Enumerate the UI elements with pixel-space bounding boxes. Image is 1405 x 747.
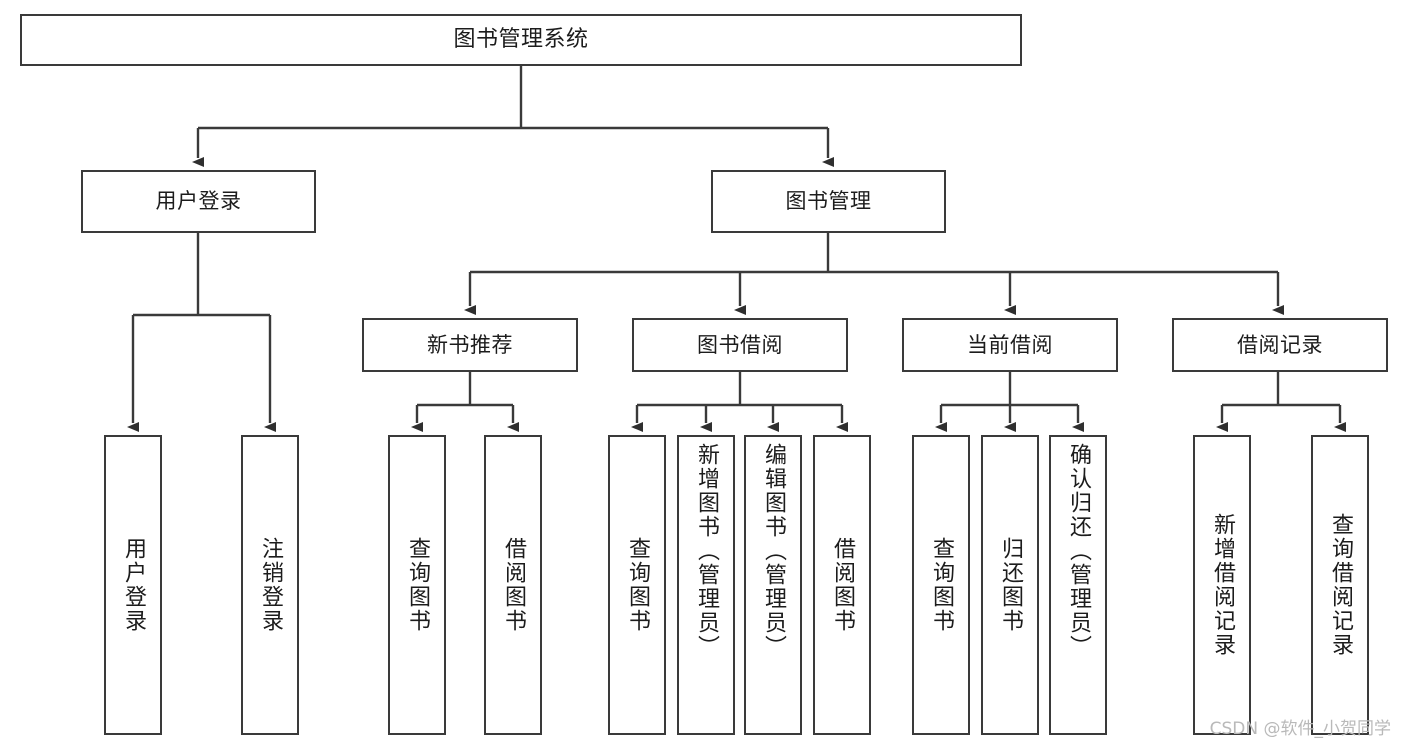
node-book-borrow[interactable]: 图书借阅: [632, 318, 848, 372]
node-leaf-add-book-admin[interactable]: 新增图书（管理员）: [677, 435, 735, 735]
node-book-manage[interactable]: 图书管理: [711, 170, 946, 233]
node-user-login[interactable]: 用户登录: [81, 170, 316, 233]
node-leaf-add-borrow-record[interactable]: 新增借阅记录: [1193, 435, 1251, 735]
node-root[interactable]: 图书管理系统: [20, 14, 1022, 66]
node-leaf-borrow-book-2[interactable]: 借阅图书: [813, 435, 871, 735]
node-new-book-recommend-label: 新书推荐: [427, 332, 513, 357]
node-leaf-query-book-2-label: 查询图书: [625, 537, 650, 633]
node-leaf-query-book-3[interactable]: 查询图书: [912, 435, 970, 735]
node-leaf-add-borrow-record-label: 新增借阅记录: [1210, 513, 1235, 657]
node-leaf-confirm-return-admin-label: 确认归还（管理员）: [1066, 443, 1091, 659]
node-leaf-edit-book-admin-label: 编辑图书（管理员）: [761, 443, 786, 659]
node-leaf-user-login-label: 用户登录: [121, 537, 146, 633]
node-leaf-query-book-3-label: 查询图书: [929, 537, 954, 633]
node-leaf-return-book-label: 归还图书: [998, 537, 1023, 633]
node-leaf-logout-login-label: 注销登录: [258, 537, 283, 633]
node-leaf-edit-book-admin[interactable]: 编辑图书（管理员）: [744, 435, 802, 735]
node-current-borrow-label: 当前借阅: [967, 332, 1053, 357]
node-leaf-query-borrow-record[interactable]: 查询借阅记录: [1311, 435, 1369, 735]
node-root-label: 图书管理系统: [453, 27, 589, 53]
watermark-text: CSDN @软件_小贺同学: [1209, 719, 1391, 739]
node-borrow-record-label: 借阅记录: [1237, 332, 1323, 357]
node-book-manage-label: 图书管理: [785, 189, 872, 214]
node-book-borrow-label: 图书借阅: [697, 332, 783, 357]
node-leaf-query-book-1-label: 查询图书: [405, 537, 430, 633]
node-leaf-borrow-book-1[interactable]: 借阅图书: [484, 435, 542, 735]
node-leaf-confirm-return-admin[interactable]: 确认归还（管理员）: [1049, 435, 1107, 735]
node-leaf-add-book-admin-label: 新增图书（管理员）: [694, 443, 719, 659]
node-leaf-query-book-2[interactable]: 查询图书: [608, 435, 666, 735]
node-leaf-user-login[interactable]: 用户登录: [104, 435, 162, 735]
node-leaf-borrow-book-1-label: 借阅图书: [501, 537, 526, 633]
node-leaf-query-borrow-record-label: 查询借阅记录: [1328, 513, 1353, 657]
node-current-borrow[interactable]: 当前借阅: [902, 318, 1118, 372]
node-new-book-recommend[interactable]: 新书推荐: [362, 318, 578, 372]
node-leaf-query-book-1[interactable]: 查询图书: [388, 435, 446, 735]
node-leaf-return-book[interactable]: 归还图书: [981, 435, 1039, 735]
node-borrow-record[interactable]: 借阅记录: [1172, 318, 1388, 372]
node-leaf-borrow-book-2-label: 借阅图书: [830, 537, 855, 633]
node-leaf-logout-login[interactable]: 注销登录: [241, 435, 299, 735]
node-user-login-label: 用户登录: [155, 189, 242, 214]
